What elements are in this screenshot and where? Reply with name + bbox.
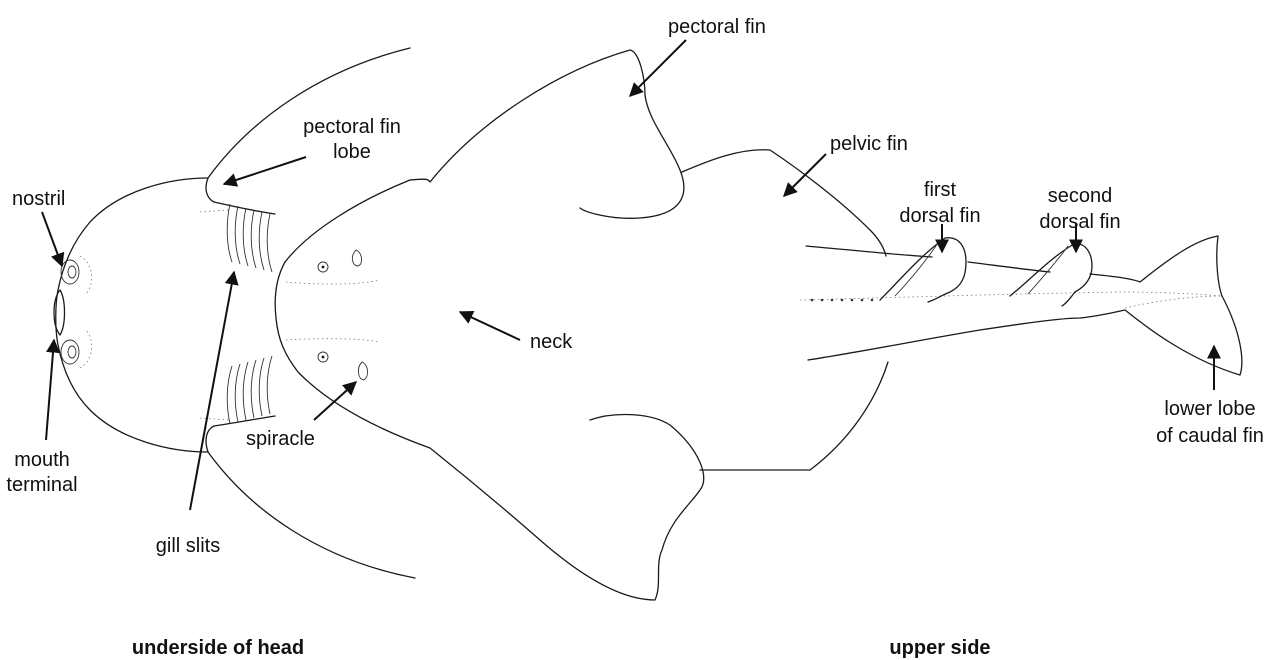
label-mouth-line2: terminal <box>6 474 77 496</box>
labels: pectoral fin pectoral fin lobe pelvic fi… <box>6 16 1264 557</box>
label-arrows <box>42 40 1214 510</box>
upper-pelvic-fin <box>682 150 886 256</box>
caption-upper-side: upper side <box>889 637 990 659</box>
arrow-nostril <box>42 212 62 266</box>
lateral-dots <box>811 299 874 302</box>
underside-head-outline <box>56 178 208 452</box>
first-dorsal-fin <box>880 238 966 302</box>
arrow-pelvic-fin <box>784 154 826 196</box>
label-pelvic-fin: pelvic fin <box>830 133 908 155</box>
label-pectoral-fin-lobe-line2: lobe <box>333 141 371 163</box>
upper-pectoral-fin-bottom <box>430 415 704 600</box>
upper-pectoral-fin-top <box>410 50 684 218</box>
label-lower-lobe-line2: of caudal fin <box>1156 425 1264 447</box>
label-second-dorsal-line2: dorsal fin <box>1039 211 1120 233</box>
caption-underside-of-head: underside of head <box>132 637 304 659</box>
label-second-dorsal-line1: second <box>1048 185 1113 207</box>
pectoral-fin-lobe-lower <box>206 426 214 452</box>
gill-slits-lower <box>227 356 272 424</box>
gill-slits-upper <box>227 204 272 272</box>
label-pectoral-fin: pectoral fin <box>668 16 766 38</box>
underside-pectoral-fin-upper <box>208 48 410 178</box>
upper-pelvic-fin-lower <box>700 362 888 470</box>
upper-head-outline <box>275 180 430 448</box>
underside-body-edge-upper <box>214 202 275 214</box>
underside-body-edge-lower <box>214 416 275 426</box>
pectoral-fin-lobe-upper <box>206 178 214 202</box>
arrow-spiracle <box>314 382 356 420</box>
label-gill-slits: gill slits <box>156 535 220 557</box>
arrow-pectoral-fin <box>630 40 686 96</box>
label-neck: neck <box>530 331 573 353</box>
label-nostril: nostril <box>12 188 65 210</box>
arrow-neck <box>460 312 520 340</box>
label-pectoral-fin-lobe-line1: pectoral fin <box>303 116 401 138</box>
arrow-pectoral-fin-lobe <box>224 157 306 184</box>
second-dorsal-fin <box>1010 244 1092 306</box>
label-first-dorsal-line1: first <box>924 179 957 201</box>
underside-pectoral-fin-lower <box>208 452 415 578</box>
captions: underside of head upper side <box>132 637 991 659</box>
label-first-dorsal-line2: dorsal fin <box>899 205 980 227</box>
label-spiracle: spiracle <box>246 428 315 450</box>
label-lower-lobe-line1: lower lobe <box>1164 398 1255 420</box>
arrow-mouth <box>46 340 54 440</box>
upper-side-drawing <box>275 50 1242 600</box>
spiracle-lower <box>358 362 367 380</box>
label-mouth-line1: mouth <box>14 449 70 471</box>
spiracle-upper <box>352 250 361 266</box>
tail-lower-edge <box>808 296 1242 375</box>
tail-upper-edge <box>806 236 1222 296</box>
